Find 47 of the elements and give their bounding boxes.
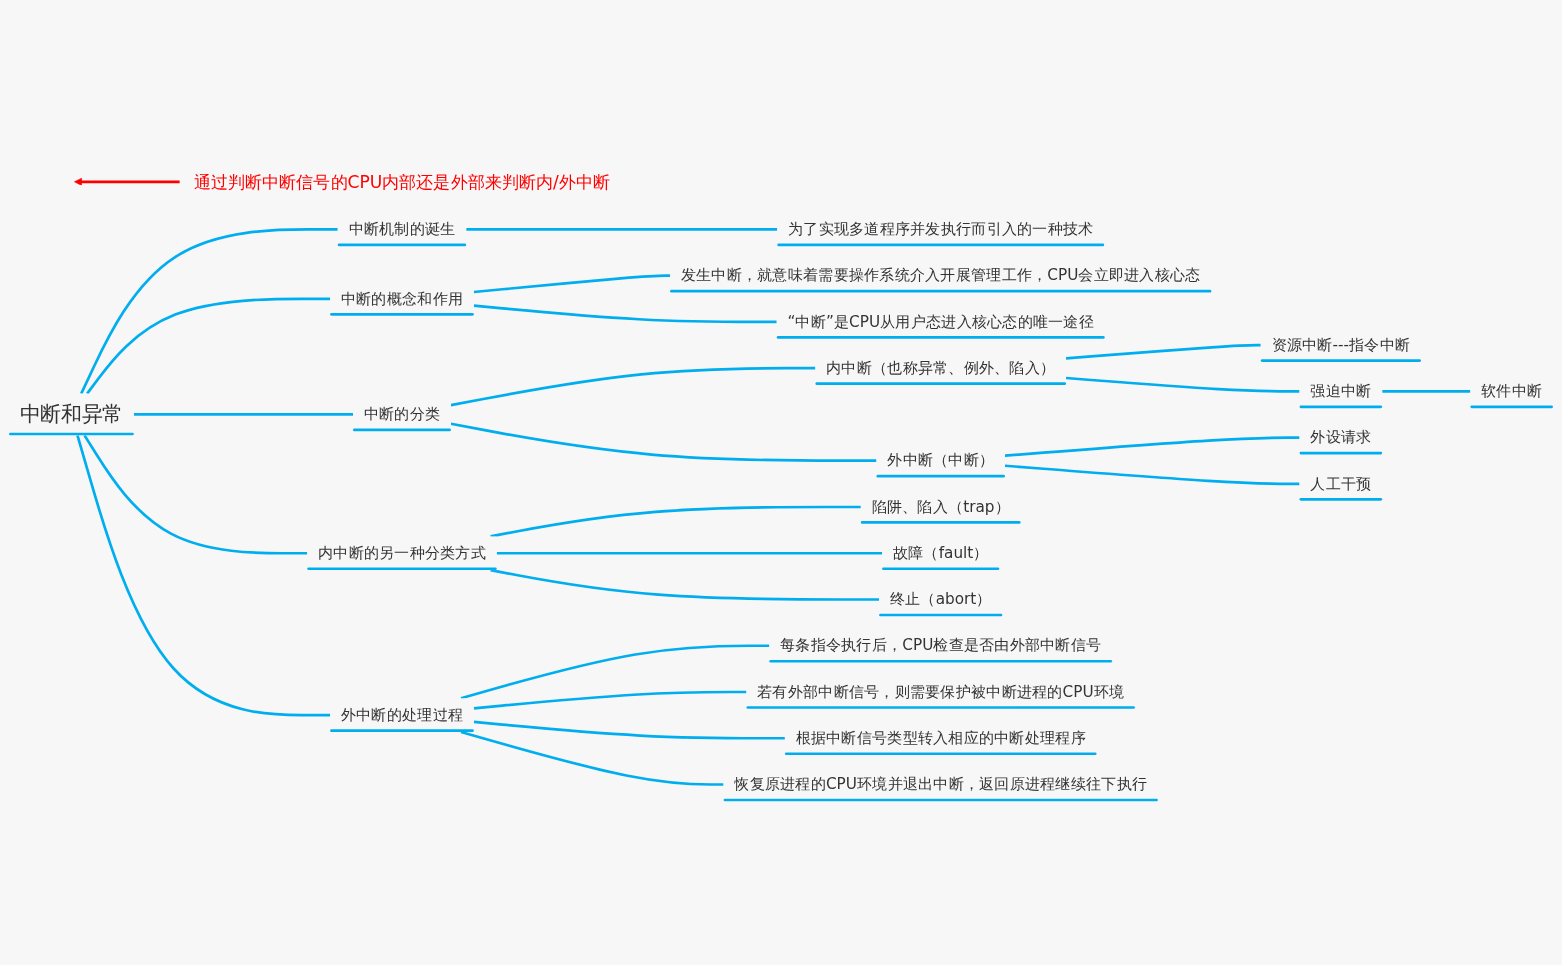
connector xyxy=(490,568,880,601)
connector xyxy=(490,505,861,538)
node-text: “中断”是CPU从用户态进入核心态的唯一途径 xyxy=(787,312,1094,331)
node-text: 内中断的另一种分类方式 xyxy=(317,543,486,562)
node-text: 软件中断 xyxy=(1481,381,1543,400)
node-text: 终止（abort） xyxy=(889,589,992,608)
arrow xyxy=(74,177,180,186)
connector xyxy=(496,551,883,555)
node-text: 陷阱、陷入（trap） xyxy=(871,497,1010,516)
node-text: 中断的分类 xyxy=(363,404,441,423)
connector xyxy=(473,274,671,294)
node-text: 资源中断---指令中断 xyxy=(1271,335,1411,354)
node-text: 人工干预 xyxy=(1310,474,1372,493)
connector xyxy=(1065,376,1300,393)
node-text: 外中断的处理过程 xyxy=(340,705,464,724)
connector xyxy=(466,228,778,231)
connector xyxy=(450,366,816,407)
node-text: 每条指令执行后，CPU检查是否由外部中断信号 xyxy=(780,636,1102,655)
node-text: 中断机制的诞生 xyxy=(348,219,456,238)
node-text: 外设请求 xyxy=(1310,427,1372,446)
node-text: 内中断（也称异常、例外、陷入） xyxy=(826,358,1056,377)
node-text: 通过判断中断信号的CPU内部还是外部来判断内/外中断 xyxy=(194,171,610,192)
connector xyxy=(86,297,331,395)
connector xyxy=(460,730,724,786)
connector xyxy=(1004,464,1300,486)
connector xyxy=(76,434,331,717)
node-text: 中断和异常 xyxy=(19,402,124,426)
node-text: 强迫中断 xyxy=(1310,381,1372,400)
connector xyxy=(460,644,770,700)
node-text: 若有外部中断信号，则需要保护被中断进程的CPU环境 xyxy=(757,682,1125,701)
node-text: 恢复原进程的CPU环境并退出中断，返回原进程继续往下执行 xyxy=(734,774,1148,793)
node-text: 根据中断信号类型转入相应的中断处理程序 xyxy=(795,728,1086,747)
node-text: 为了实现多道程序并发执行而引入的一种技术 xyxy=(788,219,1094,238)
node-text: 中断的概念和作用 xyxy=(340,289,464,308)
node-text: 外中断（中断） xyxy=(887,451,995,470)
node-text: 发生中断，就意味着需要操作系统介入开展管理工作，CPU会立即进入核心态 xyxy=(680,266,1201,284)
connector xyxy=(133,413,353,416)
connector xyxy=(1004,436,1300,458)
connector xyxy=(473,720,785,740)
connector xyxy=(83,434,308,555)
connector xyxy=(1382,390,1471,393)
connector xyxy=(450,422,877,463)
connector xyxy=(473,690,747,710)
connector xyxy=(80,228,338,395)
connector xyxy=(1065,343,1261,360)
connector xyxy=(473,304,777,324)
node-text: 故障（fault） xyxy=(892,543,989,562)
